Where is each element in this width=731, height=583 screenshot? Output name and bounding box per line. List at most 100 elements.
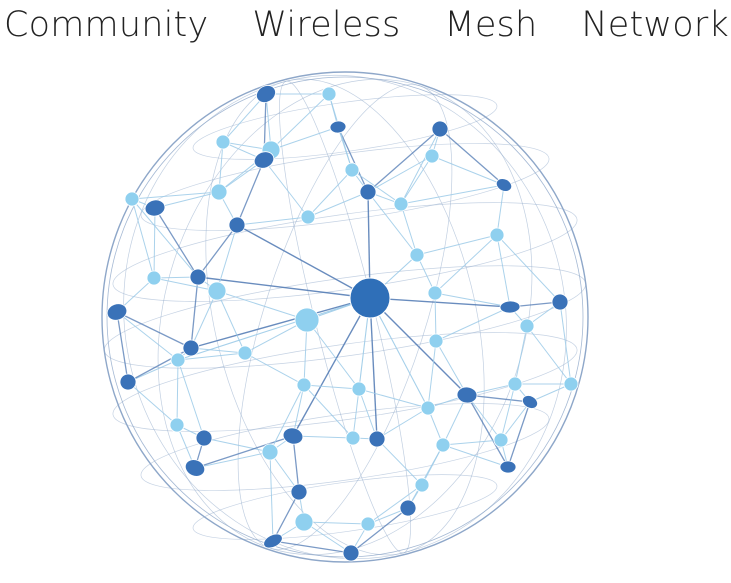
page-title: Community Wireless Mesh Network xyxy=(0,0,731,50)
light-node xyxy=(428,333,444,349)
mesh-globe-diagram xyxy=(95,62,595,572)
mesh-link xyxy=(367,128,441,193)
light-node xyxy=(296,377,312,393)
mesh-link xyxy=(222,93,267,143)
mesh-link xyxy=(421,444,444,486)
light-node xyxy=(344,162,360,178)
mesh-link xyxy=(131,191,220,200)
light-node xyxy=(169,417,185,433)
mesh-link xyxy=(400,184,505,205)
mesh-link xyxy=(216,290,246,354)
title-word-network: Network xyxy=(581,5,729,45)
mesh-link xyxy=(131,198,155,279)
mesh-link xyxy=(292,435,300,493)
light-node xyxy=(351,381,367,397)
mesh-link xyxy=(116,311,192,349)
light-node xyxy=(215,134,231,150)
mesh-link xyxy=(197,224,238,278)
dark-node xyxy=(256,85,276,103)
mesh-link xyxy=(190,347,246,354)
mesh-link xyxy=(292,384,305,437)
mesh-link xyxy=(270,93,330,151)
mesh-link xyxy=(352,388,360,439)
dark-node xyxy=(329,120,347,134)
mesh-link xyxy=(442,439,502,446)
dark-node xyxy=(228,216,246,234)
dark-node xyxy=(182,339,200,357)
mesh-links xyxy=(116,93,572,554)
mesh-link-hub xyxy=(369,297,468,396)
mesh-link xyxy=(154,191,220,209)
light-node xyxy=(294,307,320,333)
mesh-link xyxy=(306,319,360,390)
mesh-globe-svg xyxy=(101,71,589,563)
light-node xyxy=(409,247,425,263)
mesh-link xyxy=(269,451,274,542)
mesh-link xyxy=(153,207,156,279)
light-node xyxy=(261,443,279,461)
mesh-link-hub xyxy=(197,276,371,299)
light-node xyxy=(210,183,228,201)
mesh-link xyxy=(358,388,378,440)
mesh-link xyxy=(466,394,502,441)
mesh-link xyxy=(176,359,179,426)
light-node xyxy=(507,376,523,392)
dark-node xyxy=(290,483,308,501)
mesh-link xyxy=(194,451,271,469)
mesh-link xyxy=(427,340,437,409)
mesh-link xyxy=(514,325,528,385)
dark-node xyxy=(106,303,128,321)
sphere-meridian xyxy=(205,78,485,556)
mesh-link-hub xyxy=(369,297,511,308)
mesh-link xyxy=(434,292,437,342)
sphere-parallel xyxy=(112,202,578,302)
dark-node xyxy=(263,533,283,549)
light-node xyxy=(294,512,314,532)
dark-node xyxy=(189,268,207,286)
sphere-grid xyxy=(101,71,589,563)
sphere-parallel xyxy=(192,474,498,540)
mesh-link-hub xyxy=(236,224,371,299)
mesh-link xyxy=(400,128,441,205)
light-node xyxy=(321,86,337,102)
mesh-link xyxy=(131,198,199,278)
sphere-parallel xyxy=(192,94,498,160)
light-node xyxy=(563,376,579,392)
light-node xyxy=(237,345,253,361)
mesh-link xyxy=(127,381,178,426)
light-node xyxy=(414,477,430,493)
dark-node xyxy=(431,120,449,138)
sphere-outline xyxy=(101,71,589,563)
light-node xyxy=(124,191,140,207)
mesh-link xyxy=(190,276,199,349)
light-node xyxy=(420,400,436,416)
mesh-link xyxy=(442,444,509,468)
dark-node xyxy=(495,178,513,192)
mesh-link xyxy=(529,383,572,403)
light-node xyxy=(146,270,162,286)
mesh-link xyxy=(154,207,199,278)
sphere-meridian xyxy=(157,78,533,556)
dark-node xyxy=(144,199,166,217)
light-node xyxy=(519,318,535,334)
mesh-link-hub xyxy=(369,297,429,409)
light-node xyxy=(489,227,505,243)
mesh-link-hub xyxy=(292,297,371,437)
dark-node xyxy=(342,544,360,562)
title-word-community: Community xyxy=(4,5,209,45)
mesh-link xyxy=(367,191,418,256)
mesh-link xyxy=(194,435,294,469)
dark-node xyxy=(399,499,417,517)
mesh-link xyxy=(351,169,402,205)
mesh-link xyxy=(303,384,354,439)
mesh-link xyxy=(367,484,423,525)
mesh-link xyxy=(500,401,531,441)
light-node xyxy=(345,430,361,446)
mesh-link xyxy=(269,384,305,453)
mesh-link xyxy=(442,394,468,446)
mesh-link xyxy=(496,184,505,236)
mesh-link xyxy=(216,224,238,292)
mesh-link xyxy=(272,491,300,542)
mesh-link xyxy=(431,155,505,186)
mesh-link xyxy=(496,234,561,303)
